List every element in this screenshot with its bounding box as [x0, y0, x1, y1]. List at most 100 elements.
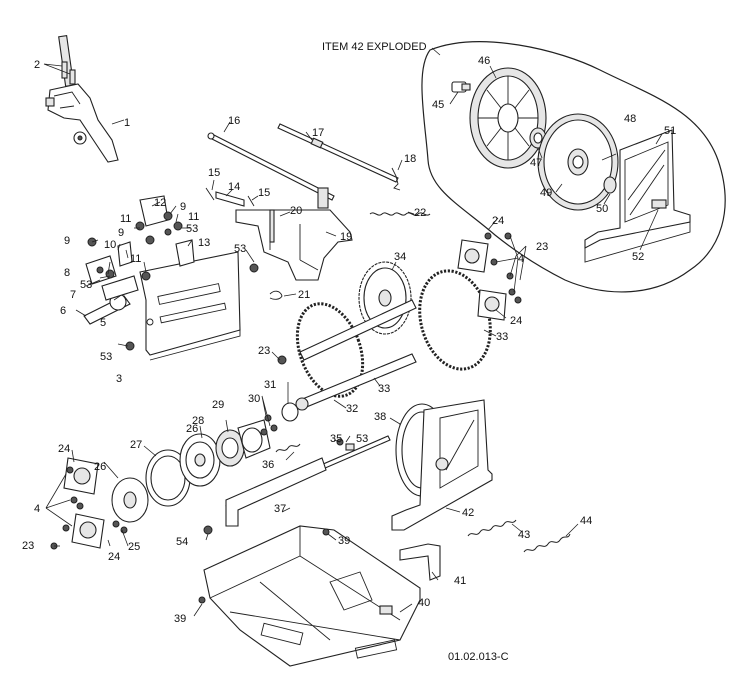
callout-33a: 33 [378, 383, 390, 395]
part-50-bushing [603, 176, 617, 194]
part-19-bracket [235, 187, 353, 281]
callout-43: 43 [518, 529, 530, 541]
callout-53b: 53 [234, 243, 246, 255]
callout-11c: 11 [130, 253, 141, 265]
part-32-shaft [295, 299, 417, 411]
callout-11a: 11 [120, 213, 131, 225]
exploded-view-outline [421, 41, 726, 293]
callout-39a: 39 [338, 535, 350, 547]
callout-52: 52 [632, 251, 644, 263]
callout-19: 19 [340, 231, 352, 243]
part-39-bolt-left [198, 596, 206, 604]
callout-2: 2 [34, 59, 40, 71]
callout-21: 21 [298, 289, 310, 301]
callout-3: 3 [116, 373, 122, 385]
part-7-bracket [101, 275, 139, 301]
part-10-link [117, 241, 133, 267]
callout-12: 12 [154, 197, 166, 209]
callout-16: 16 [228, 115, 240, 127]
callout-40: 40 [418, 597, 430, 609]
callout-46: 46 [478, 55, 490, 67]
callout-13: 13 [198, 237, 210, 249]
callout-30: 30 [248, 393, 260, 405]
leader-lines [43, 63, 663, 617]
part-42-pulley-assembly [391, 399, 493, 531]
callout-11b: 11 [188, 211, 199, 223]
callout-31: 31 [264, 379, 276, 391]
callout-24a: 24 [492, 215, 504, 227]
callout-9a: 9 [64, 235, 70, 247]
callout-32: 32 [346, 403, 358, 415]
callout-38: 38 [374, 411, 386, 423]
callout-18: 18 [404, 153, 416, 165]
callout-10: 10 [104, 239, 116, 251]
callout-49: 49 [540, 187, 552, 199]
part-24-flange-upper [457, 239, 489, 273]
callout-22: 22 [414, 207, 426, 219]
callout-26b: 26 [186, 423, 198, 435]
part-24-flange-lower [477, 289, 507, 321]
part-15-spring-pin [205, 187, 255, 207]
part-16-rod [207, 132, 335, 201]
part-51-bracket [584, 129, 691, 263]
callout-29: 29 [212, 399, 224, 411]
callout-23b: 23 [258, 345, 270, 357]
part-40-tray [203, 525, 421, 667]
callout-20: 20 [290, 205, 302, 217]
part-24-flange-left [63, 457, 99, 495]
callout-54: 54 [176, 536, 188, 548]
callout-4a: 4 [518, 253, 524, 265]
callout-42: 42 [462, 507, 474, 519]
part-23-nut-mid [277, 355, 287, 365]
callout-labels: ITEM 42 EXPLODED 01.02.013-C 1 2 3 4 4 4… [22, 41, 676, 663]
callout-47: 47 [530, 157, 542, 169]
part-45-bolt [451, 81, 471, 93]
part-2-screws [61, 61, 76, 85]
part-39-bolt-right [322, 528, 330, 536]
part-6-arm [83, 293, 131, 325]
callout-27: 27 [130, 439, 142, 451]
callout-45: 45 [432, 99, 444, 111]
callout-23c: 23 [22, 540, 34, 552]
part-48-pulley-disc [537, 113, 619, 211]
part-43-spring [467, 519, 517, 537]
part-31-snap-ring [281, 402, 299, 422]
callout-9c: 9 [180, 201, 186, 213]
callout-9b: 9 [118, 227, 124, 239]
callout-17: 17 [312, 127, 324, 139]
part-17-rod [277, 123, 399, 183]
part-28-hub [215, 429, 245, 467]
callout-35: 35 [330, 433, 342, 445]
callout-33b: 33 [496, 331, 508, 343]
part-1-lever-assembly [45, 35, 119, 163]
callout-15b: 15 [258, 187, 270, 199]
callout-7: 7 [70, 289, 76, 301]
part-25-bolts [112, 520, 128, 534]
callout-24d: 24 [108, 551, 120, 563]
part-24-flange-left-lower [71, 513, 105, 549]
callout-34: 34 [394, 251, 406, 263]
part-36-spring [275, 443, 301, 453]
part-33-chain-upper [295, 302, 365, 398]
part-26-pulley-left [111, 477, 149, 523]
part-26-pulley [179, 433, 221, 487]
callout-53c: 53 [80, 279, 92, 291]
callout-25: 25 [128, 541, 140, 553]
callout-53a: 53 [186, 223, 198, 235]
callout-24b: 24 [510, 315, 522, 327]
callout-50: 50 [596, 203, 608, 215]
callout-4b: 4 [34, 503, 40, 515]
callout-53e: 53 [356, 433, 368, 445]
callout-39b: 39 [174, 613, 186, 625]
callout-14: 14 [228, 181, 240, 193]
part-20-pin [269, 209, 275, 243]
callout-24c: 24 [58, 443, 70, 455]
callout-44: 44 [580, 515, 592, 527]
part-37-bracket [225, 457, 327, 527]
callout-8: 8 [64, 267, 70, 279]
callout-51: 51 [664, 125, 676, 137]
callout-53d: 53 [100, 351, 112, 363]
callout-41: 41 [454, 575, 466, 587]
